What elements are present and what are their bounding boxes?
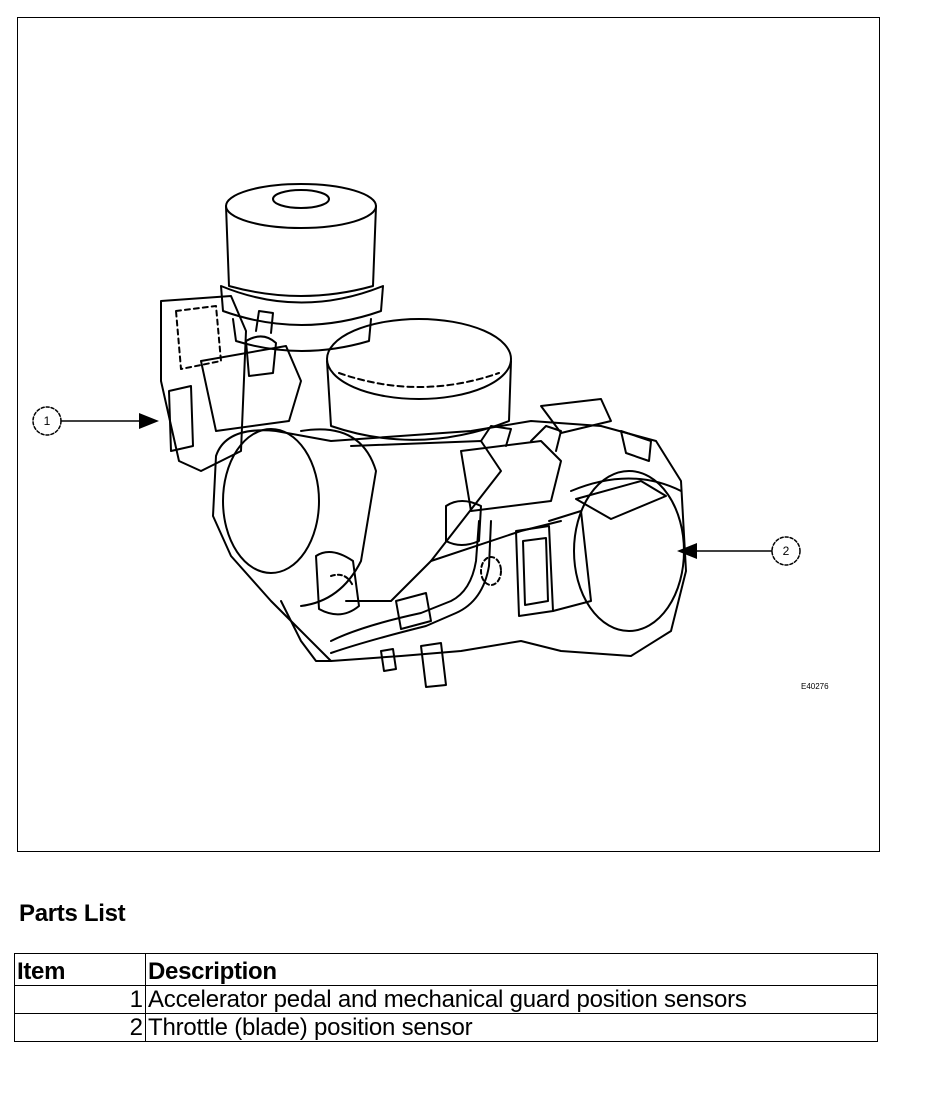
item-description: Throttle (blade) position sensor xyxy=(145,1013,878,1042)
callout-2: 2 xyxy=(677,536,801,566)
item-number: 1 xyxy=(14,985,146,1014)
parts-table-header-row: Item Description xyxy=(14,953,878,986)
figure-code: E40276 xyxy=(801,682,829,691)
right-housing xyxy=(480,398,685,632)
item-description: Accelerator pedal and mechanical guard p… xyxy=(145,985,878,1014)
description-column-header: Description xyxy=(145,953,878,986)
callout-2-label: 2 xyxy=(783,544,790,558)
throttle-body-illustration: 1 2 E40276 xyxy=(32,183,829,691)
wiring-harness xyxy=(280,520,492,688)
parts-list-title: Parts List xyxy=(19,900,126,927)
item-number: 2 xyxy=(14,1013,146,1042)
throttle-body xyxy=(212,420,687,662)
table-row: 2 Throttle (blade) position sensor xyxy=(14,1013,878,1042)
left-sensor-block xyxy=(160,295,302,472)
figure-frame: 1 2 E40276 xyxy=(17,17,880,852)
callout-1: 1 xyxy=(32,406,159,436)
item-column-header: Item xyxy=(14,953,146,986)
intake-opening xyxy=(326,318,512,441)
motor-housing xyxy=(220,183,384,352)
callout-1-label: 1 xyxy=(44,414,51,428)
table-row: 1 Accelerator pedal and mechanical guard… xyxy=(14,985,878,1014)
parts-table: Item Description 1 Accelerator pedal and… xyxy=(14,953,878,1042)
